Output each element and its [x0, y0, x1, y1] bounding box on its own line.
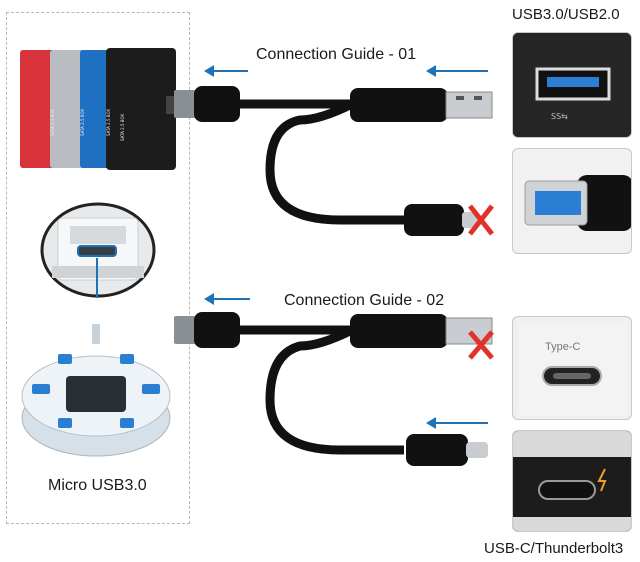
type-c-port-photo: Type-C [512, 316, 632, 420]
arrow-left-guide1-b [426, 65, 488, 77]
arrow-left-guide2-b [426, 417, 488, 429]
arrow-up-to-port [96, 258, 98, 298]
micro-usb-label: Micro USB3.0 [48, 477, 147, 494]
connection-guide-02-title: Connection Guide - 02 [284, 292, 445, 309]
svg-text:SATA 2.5 BOX: SATA 2.5 BOX [120, 114, 125, 141]
y-cable-guide-1 [174, 86, 494, 236]
connection-guide-01-title: Connection Guide - 01 [256, 46, 417, 63]
y-cable-guide-2 [174, 312, 494, 466]
usb-a-port-photo: SS⇆ [512, 32, 632, 138]
transparent-hub-image [21, 324, 171, 457]
svg-text:SATA 2.5 BOX: SATA 2.5 BOX [106, 109, 111, 136]
svg-text:SS⇆: SS⇆ [551, 112, 568, 121]
svg-text:SATA 2.5 BOX: SATA 2.5 BOX [50, 109, 55, 136]
device-panel [6, 12, 190, 524]
usb3-usb2-label: USB3.0/USB2.0 [512, 6, 620, 23]
arrow-left-guide2-a [204, 293, 250, 305]
thunderbolt-port-photo [512, 430, 632, 532]
usb-a-female-connector-photo [512, 148, 632, 254]
micro-usb-port-closeup [40, 202, 156, 298]
usb-c-thunderbolt-label: USB-C/Thunderbolt3 [484, 540, 624, 557]
type-c-port-label: Type-C [545, 341, 581, 353]
hard-drive-enclosures-image: SATA 2.5 BOX SATA 2.5 BOX SATA 2.5 BOX S… [20, 48, 176, 170]
arrow-left-guide1-a [204, 65, 248, 77]
svg-text:SATA 2.5 BOX: SATA 2.5 BOX [80, 109, 85, 136]
